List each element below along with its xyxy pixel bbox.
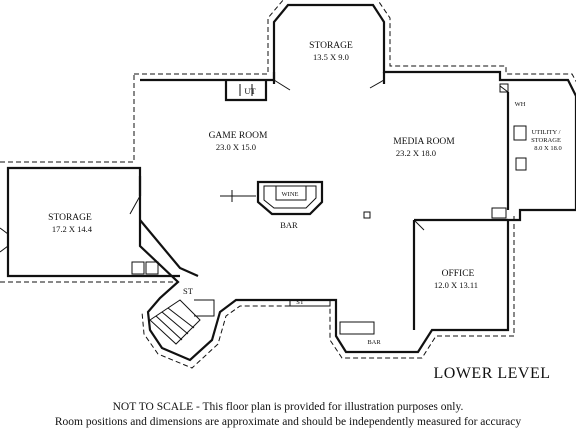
room-name-storage-top: STORAGE: [309, 41, 353, 51]
room-dims-game-room: 23.0 X 15.0: [216, 142, 256, 152]
room-dims-media-room: 23.2 X 18.0: [396, 148, 436, 158]
label-ut: UT: [244, 86, 256, 96]
label-stair-right: ST: [296, 299, 304, 306]
exterior-walls: [0, 0, 576, 369]
room-dims-utility: 8.0 X 18.0: [534, 145, 561, 152]
level-label: LOWER LEVEL: [433, 365, 550, 382]
label-bar-lower: BAR: [367, 339, 381, 346]
room-name-media-room: MEDIA ROOM: [393, 137, 455, 147]
room-name-storage-left: STORAGE: [48, 213, 92, 223]
room-name-office: OFFICE: [442, 269, 475, 279]
disclaimer-line-2: Room positions and dimensions are approx…: [54, 416, 522, 428]
label-wine: WINE: [282, 191, 299, 198]
interior-walls: [0, 72, 527, 345]
room-dims-office: 12.0 X 13.11: [434, 280, 478, 290]
room-dims-storage-left: 17.2 X 14.4: [52, 224, 93, 234]
disclaimer-line-1: NOT TO SCALE - This floor plan is provid…: [112, 401, 464, 413]
label-bar-main: BAR: [280, 220, 298, 230]
room-name-game-room: GAME ROOM: [209, 131, 268, 141]
room-name-utility-2: STORAGE: [531, 137, 561, 144]
label-wh: WH: [515, 101, 526, 108]
label-stair-left: ST: [183, 286, 194, 296]
room-name-utility-1: UTILITY /: [532, 129, 561, 136]
room-dims-storage-top: 13.5 X 9.0: [313, 52, 349, 62]
